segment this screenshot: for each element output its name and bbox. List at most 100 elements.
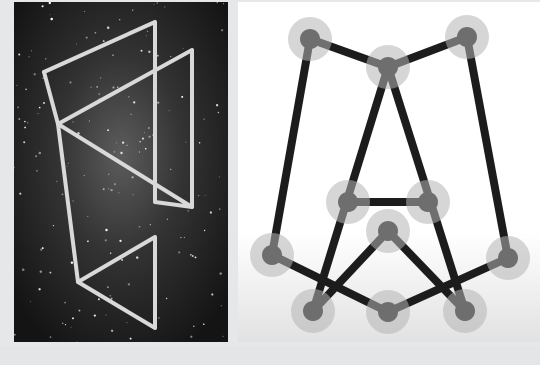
star	[148, 136, 150, 138]
star	[72, 317, 74, 319]
star	[130, 338, 132, 340]
star	[105, 239, 107, 241]
star	[107, 286, 109, 288]
star	[84, 175, 85, 176]
star	[110, 253, 111, 254]
star	[192, 255, 194, 257]
star	[62, 193, 64, 195]
graph-node	[262, 245, 282, 265]
star	[56, 181, 57, 182]
star	[107, 26, 110, 29]
star	[198, 195, 199, 196]
star	[77, 341, 78, 342]
star	[157, 55, 159, 57]
star	[42, 5, 44, 7]
star	[39, 152, 42, 155]
star	[17, 106, 19, 108]
star	[42, 247, 44, 249]
star	[23, 141, 25, 143]
star	[19, 193, 21, 195]
star	[164, 6, 165, 7]
graph-node	[457, 27, 477, 47]
star	[131, 114, 132, 115]
star	[112, 86, 114, 88]
star	[132, 10, 133, 11]
star	[216, 104, 218, 106]
star	[114, 151, 115, 152]
star	[222, 336, 223, 337]
star	[111, 330, 113, 332]
graph-node	[455, 301, 475, 321]
star	[18, 53, 20, 55]
star	[65, 324, 66, 325]
star	[114, 183, 116, 185]
star	[40, 270, 42, 272]
star	[180, 237, 181, 238]
star	[133, 194, 134, 195]
star	[110, 295, 112, 297]
star	[127, 322, 128, 323]
star	[35, 155, 37, 157]
star	[144, 132, 145, 133]
bottom-strip	[0, 346, 540, 365]
star	[25, 88, 27, 90]
star	[190, 336, 192, 338]
star	[76, 43, 77, 44]
star	[119, 240, 121, 242]
star	[50, 14, 51, 15]
star	[142, 138, 144, 140]
star	[117, 86, 119, 88]
star	[98, 298, 100, 300]
star	[45, 58, 46, 59]
star	[38, 113, 39, 114]
star	[133, 101, 135, 103]
star	[29, 56, 30, 57]
star	[34, 73, 36, 75]
star	[223, 3, 224, 4]
star	[218, 112, 220, 114]
graph-node	[300, 29, 320, 49]
star	[221, 29, 223, 31]
graph-node	[303, 301, 323, 321]
star	[128, 283, 130, 285]
node-graph-letter-panel	[238, 2, 540, 342]
star	[184, 237, 185, 238]
star	[193, 326, 195, 328]
star	[157, 101, 159, 103]
star	[205, 195, 206, 196]
star	[30, 301, 31, 302]
star	[22, 268, 25, 271]
star	[219, 208, 220, 209]
star	[107, 129, 109, 131]
graph-node	[378, 57, 398, 77]
star	[73, 200, 74, 201]
graph-node	[378, 302, 398, 322]
star	[110, 189, 112, 191]
star	[203, 324, 204, 325]
star	[50, 336, 52, 338]
star	[27, 122, 28, 123]
star	[100, 77, 102, 79]
star	[18, 118, 20, 120]
star	[43, 102, 45, 104]
star	[39, 107, 41, 109]
star	[71, 262, 73, 264]
star	[71, 327, 72, 328]
star	[89, 121, 90, 122]
constellation-letter-panel	[14, 2, 228, 342]
star	[31, 50, 32, 51]
star	[140, 50, 142, 52]
star	[210, 211, 212, 213]
star	[116, 143, 117, 144]
star	[119, 19, 120, 20]
star	[157, 2, 158, 3]
graph-node	[418, 192, 438, 212]
star	[148, 127, 149, 128]
star	[62, 323, 63, 324]
star	[99, 98, 100, 99]
star	[72, 121, 73, 122]
star	[87, 216, 88, 217]
star	[64, 302, 66, 304]
star	[203, 118, 204, 119]
